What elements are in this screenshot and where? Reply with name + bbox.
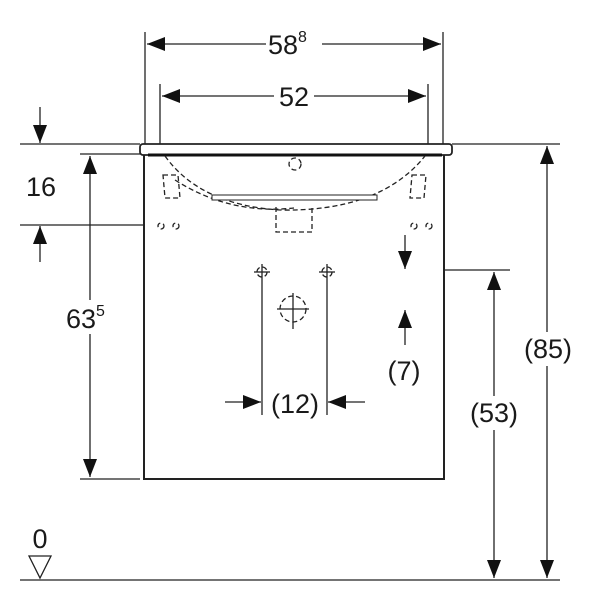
total-height-label: (85) <box>524 334 572 364</box>
top-offset-label: 16 <box>26 172 56 202</box>
level-triangle-icon <box>27 555 53 580</box>
drain-offset-label: (7) <box>388 356 421 386</box>
washbasin <box>139 143 453 233</box>
overall-width-label: 588 <box>268 29 307 60</box>
water-supply-left <box>254 264 270 415</box>
drain-connection <box>277 293 309 329</box>
floor-level-label: 0 <box>32 524 47 554</box>
supply-spacing-label: (12) <box>271 389 319 419</box>
basin-width-label: 52 <box>279 82 309 112</box>
overflow-icon <box>288 157 302 171</box>
cabinet <box>143 153 445 480</box>
water-supply-right <box>319 264 335 415</box>
supply-height-label: (53) <box>470 398 518 428</box>
cabinet-height-label: 635 <box>66 303 105 334</box>
